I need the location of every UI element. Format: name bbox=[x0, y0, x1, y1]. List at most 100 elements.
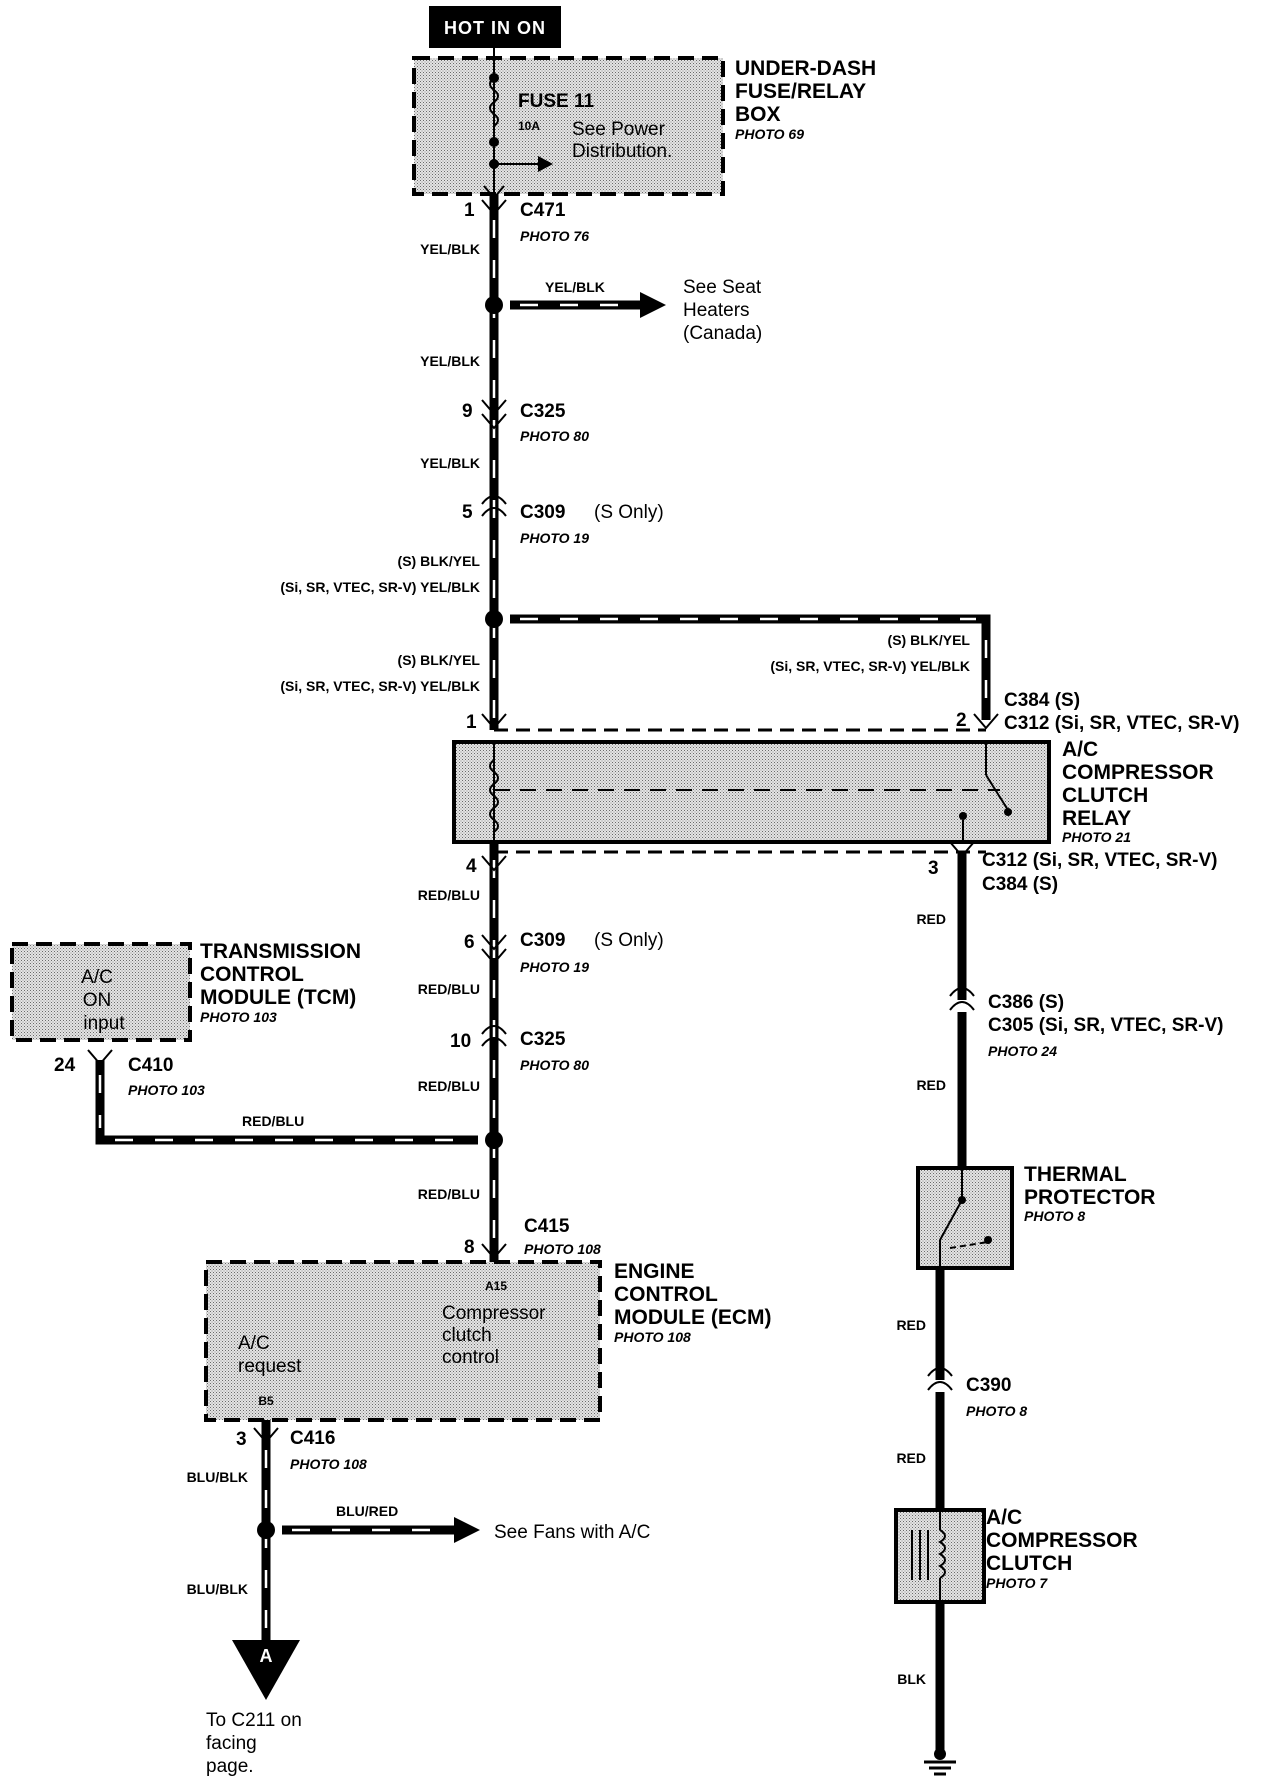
thermal-name-line1: THERMAL bbox=[1024, 1163, 1127, 1186]
connector-symbols bbox=[481, 199, 507, 517]
c416-pin: 3 bbox=[236, 1429, 247, 1450]
c390-name: C390 bbox=[966, 1375, 1011, 1396]
wire-si-yelblk-a: (Si, SR, VTEC, SR-V) YEL/BLK bbox=[280, 579, 480, 595]
wire-redblu-4: RED/BLU bbox=[242, 1113, 304, 1129]
transmission-control-module: A/C ON input TRANSMISSION CONTROL MODULE… bbox=[10, 940, 361, 1042]
c471-name: C471 bbox=[520, 200, 566, 221]
tcm-name-line1: TRANSMISSION bbox=[200, 940, 361, 963]
fuse-box-photo: PHOTO 69 bbox=[735, 126, 804, 142]
c325-bot-name: C325 bbox=[520, 1029, 566, 1050]
svg-text:A: A bbox=[260, 1646, 273, 1666]
offpage-connector-a: A bbox=[232, 1640, 300, 1700]
ecm-compressor-line2: clutch bbox=[442, 1325, 492, 1346]
wire-si-yelblk-c: (Si, SR, VTEC, SR-V) YEL/BLK bbox=[280, 678, 480, 694]
relay-name-line1: A/C bbox=[1062, 738, 1098, 761]
seat-heaters-line3: (Canada) bbox=[683, 323, 762, 344]
wire-s-blkyel-a: (S) BLK/YEL bbox=[398, 553, 481, 569]
thermal-name-line2: PROTECTOR bbox=[1024, 1186, 1155, 1209]
c386-line2: C305 (Si, SR, VTEC, SR-V) bbox=[988, 1015, 1223, 1036]
clutch-name-line1: A/C bbox=[986, 1506, 1022, 1529]
wire-yelblk-1: YEL/BLK bbox=[420, 241, 480, 257]
relay-pin2-conn-line2: C312 (Si, SR, VTEC, SR-V) bbox=[1004, 713, 1239, 734]
c325-top-pin: 9 bbox=[462, 401, 473, 422]
relay-photo: PHOTO 21 bbox=[1062, 829, 1131, 845]
tcm-input-line2: ON bbox=[83, 990, 112, 1011]
c309-top-note: (S Only) bbox=[594, 502, 664, 523]
tcm-branch-wire bbox=[87, 1049, 503, 1149]
tcm-name-line3: MODULE (TCM) bbox=[200, 986, 356, 1009]
fuse-rating: 10A bbox=[518, 119, 540, 133]
ac-compressor-clutch: A/C COMPRESSOR CLUTCH PHOTO 7 bbox=[894, 1506, 1138, 1604]
wire-redblu-3: RED/BLU bbox=[418, 1078, 480, 1094]
clutch-name-line3: CLUTCH bbox=[986, 1552, 1072, 1575]
ac-compressor-clutch-relay: A/C COMPRESSOR CLUTCH RELAY PHOTO 21 bbox=[452, 728, 1214, 854]
svg-text:HOT IN ON: HOT IN ON bbox=[444, 18, 546, 38]
fuse-label: FUSE 11 bbox=[518, 91, 594, 112]
c309-top-name: C309 bbox=[520, 502, 565, 523]
c410-name: C410 bbox=[128, 1055, 173, 1076]
under-dash-fuse-relay-box: FUSE 11 10A See Power Distribution. UNDE… bbox=[412, 48, 876, 200]
c471-photo: PHOTO 76 bbox=[520, 228, 589, 244]
c471-pin: 1 bbox=[464, 200, 475, 221]
relay-name-line4: RELAY bbox=[1062, 807, 1131, 830]
wire-red-3: RED bbox=[896, 1317, 926, 1333]
relay-pin3-conn-line1: C312 (Si, SR, VTEC, SR-V) bbox=[982, 850, 1217, 871]
ecm-compressor-line3: control bbox=[442, 1347, 499, 1368]
tcm-name-line2: CONTROL bbox=[200, 963, 304, 986]
wire-si-yelblk-b: (Si, SR, VTEC, SR-V) YEL/BLK bbox=[770, 658, 970, 674]
c309-top-pin: 5 bbox=[462, 502, 473, 523]
c309-bot-note: (S Only) bbox=[594, 930, 664, 951]
hot-in-on-label: HOT IN ON bbox=[429, 6, 561, 48]
fuse-box-name-line3: BOX bbox=[735, 103, 781, 126]
wire-yelblk-3: YEL/BLK bbox=[420, 455, 480, 471]
c309-top-photo: PHOTO 19 bbox=[520, 530, 589, 546]
ground-wire bbox=[924, 1602, 956, 1776]
wire-redblu-1: RED/BLU bbox=[418, 887, 480, 903]
c325-top-photo: PHOTO 80 bbox=[520, 428, 589, 444]
wire-red-1: RED bbox=[916, 911, 946, 927]
wire-yelblk-branch: YEL/BLK bbox=[545, 279, 605, 295]
c386-line1: C386 (S) bbox=[988, 992, 1064, 1013]
c415-pin: 8 bbox=[464, 1237, 475, 1258]
thermal-photo: PHOTO 8 bbox=[1024, 1208, 1085, 1224]
ecm-compressor-line1: Compressor bbox=[442, 1303, 546, 1324]
wire-redblu-2: RED/BLU bbox=[418, 981, 480, 997]
c415-photo: PHOTO 108 bbox=[524, 1241, 601, 1257]
clutch-photo: PHOTO 7 bbox=[986, 1575, 1048, 1591]
fuse-note-line1: See Power bbox=[572, 119, 666, 140]
relay-name-line3: CLUTCH bbox=[1062, 784, 1148, 807]
fuse-box-name-line2: FUSE/RELAY bbox=[735, 80, 866, 103]
c416-photo: PHOTO 108 bbox=[290, 1456, 367, 1472]
red-wire-lower bbox=[927, 1268, 953, 1510]
clutch-name-line2: COMPRESSOR bbox=[986, 1529, 1138, 1552]
c416-name: C416 bbox=[290, 1428, 335, 1449]
seat-heaters-line1: See Seat bbox=[683, 277, 762, 298]
c390-photo: PHOTO 8 bbox=[966, 1403, 1027, 1419]
blu-blk-wire bbox=[253, 1420, 480, 1640]
relay-pin1: 1 bbox=[466, 712, 477, 733]
c386-photo: PHOTO 24 bbox=[988, 1043, 1057, 1059]
wire-s-blkyel-c: (S) BLK/YEL bbox=[398, 652, 481, 668]
offpage-line1: To C211 on bbox=[206, 1710, 302, 1731]
wire-blublk-2: BLU/BLK bbox=[187, 1581, 248, 1597]
c309-bot-pin: 6 bbox=[464, 932, 475, 953]
thermal-protector: THERMAL PROTECTOR PHOTO 8 bbox=[916, 1163, 1155, 1270]
ecm-request-line2: request bbox=[238, 1356, 302, 1377]
fuse-box-name-line1: UNDER-DASH bbox=[735, 57, 876, 80]
relay-pin4: 4 bbox=[466, 856, 477, 877]
c325-bot-pin: 10 bbox=[450, 1031, 471, 1052]
relay-pin2-branch bbox=[481, 610, 999, 730]
c410-pin: 24 bbox=[54, 1055, 76, 1076]
fans-note: See Fans with A/C bbox=[494, 1522, 650, 1543]
seat-heater-branch bbox=[485, 292, 666, 318]
ecm-name-line3: MODULE (ECM) bbox=[614, 1306, 771, 1329]
ecm-pin-b5: B5 bbox=[258, 1394, 274, 1408]
offpage-line2: facing bbox=[206, 1733, 257, 1754]
red-blu-trunk-wire bbox=[481, 842, 507, 1262]
wire-red-4: RED bbox=[896, 1450, 926, 1466]
wire-redblu-5: RED/BLU bbox=[418, 1186, 480, 1202]
c309-bot-photo: PHOTO 19 bbox=[520, 959, 589, 975]
tcm-photo: PHOTO 103 bbox=[200, 1009, 277, 1025]
c309-bot-name: C309 bbox=[520, 930, 565, 951]
